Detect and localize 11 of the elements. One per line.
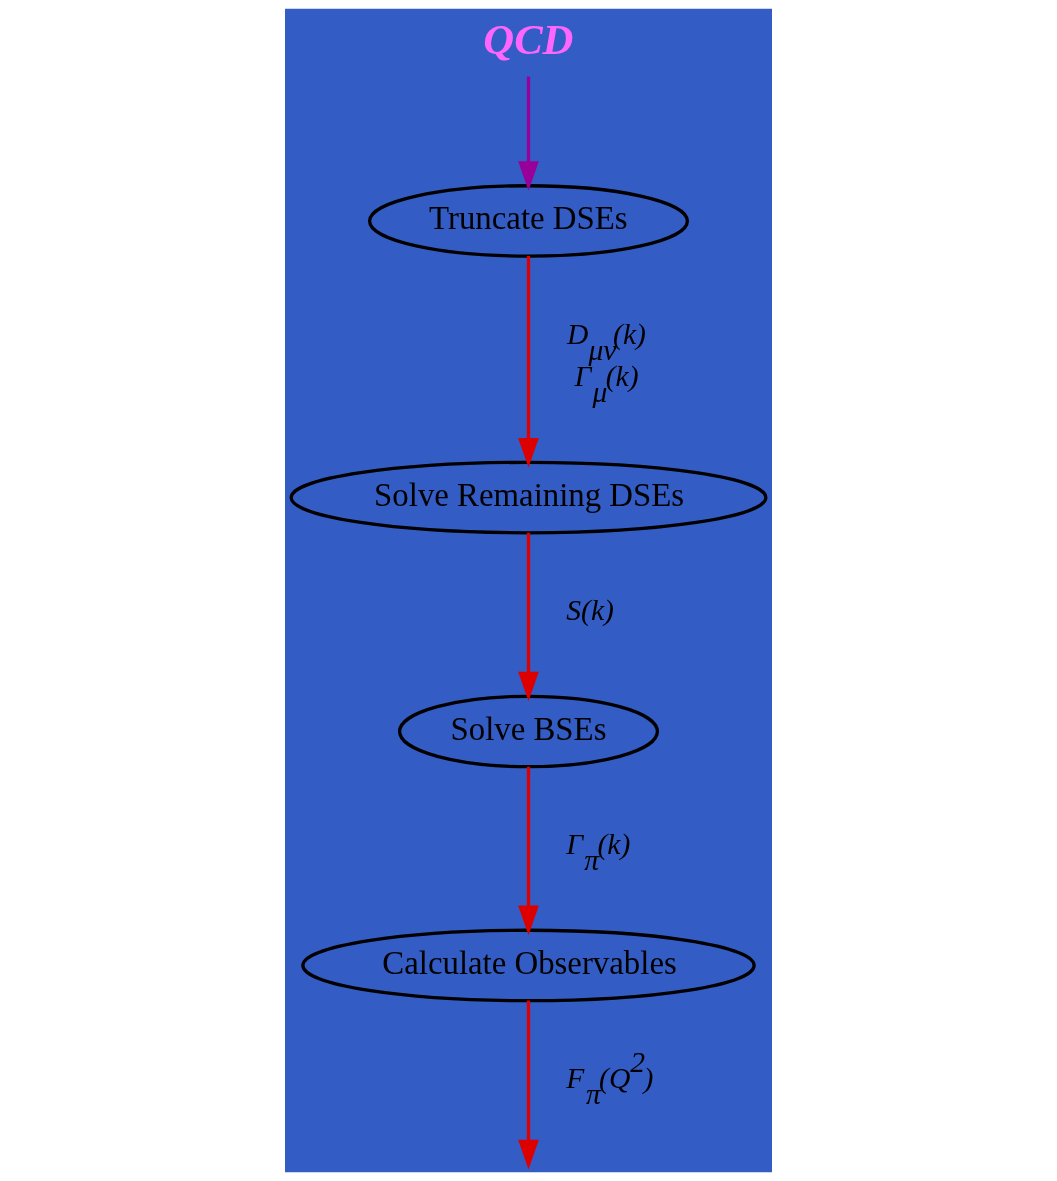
arrow bbox=[518, 256, 539, 468]
arrow bbox=[518, 766, 539, 936]
node-ellipse: Solve BSEs bbox=[397, 694, 660, 769]
node-text: QCD bbox=[483, 16, 574, 64]
node-ellipse: Solve Remaining DSEs bbox=[289, 460, 768, 535]
arrow bbox=[518, 1000, 539, 1170]
arrow bbox=[518, 76, 539, 191]
node-ellipse: Calculate Observables bbox=[301, 928, 756, 1003]
edge-label: S(k) bbox=[566, 594, 614, 627]
arrow bbox=[518, 532, 539, 702]
node-ellipse: Truncate DSEs bbox=[367, 184, 690, 258]
